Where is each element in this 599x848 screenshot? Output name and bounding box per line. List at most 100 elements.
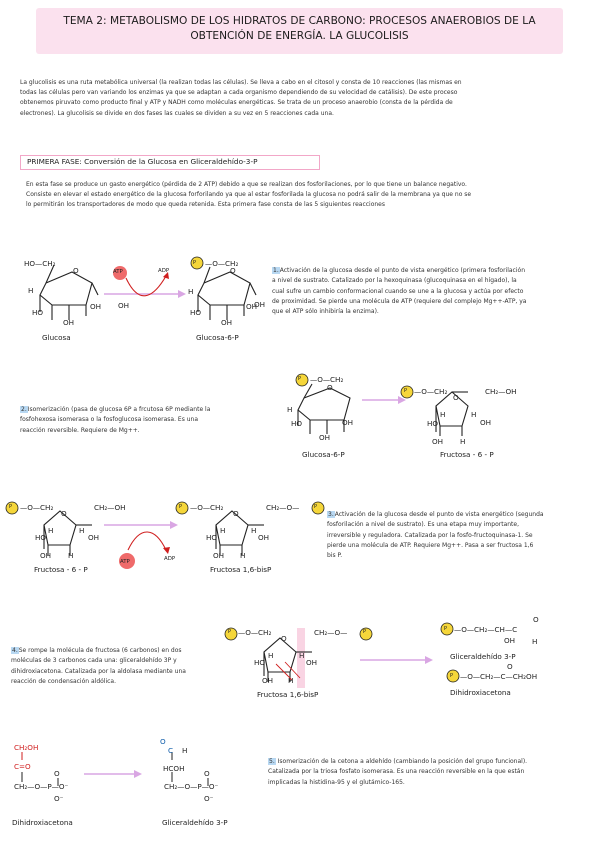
step1-text: 1.Activación de la glucosa desde el punt… <box>272 266 590 317</box>
oh-label: OH <box>254 300 266 309</box>
atp-label-2: ATP <box>120 559 130 565</box>
h-label: H <box>268 651 274 660</box>
choh-label: HCOH <box>163 764 185 773</box>
step1-line: de proximidad. Se pierde una molécula de… <box>272 297 527 305</box>
oh-label: OH <box>319 433 331 442</box>
h-label: H <box>48 526 54 535</box>
step3-line: fosforilación a nivel de sustrato). Es u… <box>327 521 519 529</box>
step2-line: fosfohexosa isomerasa o la fosfoglucosa … <box>20 416 199 424</box>
fructosa-6p-label-b: Fructosa - 6 - P <box>34 565 88 574</box>
page-title: TEMA 2: METABOLISMO DE LOS HIDRATOS DE C… <box>36 8 563 54</box>
step4-line: Se rompe la molécula de fructosa (6 carb… <box>18 647 182 654</box>
glucosa-label: Glucosa <box>42 333 71 342</box>
h-label: H <box>471 410 477 419</box>
h-label: H <box>288 676 294 685</box>
oh-label: OH <box>63 318 75 327</box>
p-label: P <box>363 629 367 635</box>
step1-line: cual sufre un cambio conformacional cuan… <box>272 287 524 295</box>
title-line-2: OBTENCIÓN DE ENERGÍA. LA GLUCOLISIS <box>190 30 409 42</box>
reaction5-diagram <box>21 752 209 786</box>
h-label: H <box>299 651 305 660</box>
glucosa-6p-label-b: Glucosa-6-P <box>302 450 345 459</box>
step3-line: irreversible y reguladora. Catalizada po… <box>327 531 533 539</box>
ho-label: HO <box>190 308 202 317</box>
h-label: H <box>240 551 246 560</box>
atp-bubble-2 <box>119 553 135 569</box>
step1-line: a nivel de sustrato. Catalizado por la h… <box>272 277 517 285</box>
ch2-label: —O—CH₂ <box>205 259 239 268</box>
p-label: P <box>404 388 408 394</box>
step2-line: reacción reversible. Requiere de Mg++. <box>20 426 140 434</box>
phase1-heading: PRIMERA FASE: Conversión de la Glucosa e… <box>20 155 320 170</box>
ch2oh-label: CH₂—OH <box>94 503 126 512</box>
ch2oh-label: CH₂—OH <box>485 387 517 396</box>
adp-label: ADP <box>158 268 170 274</box>
oh-label: OH <box>504 636 516 645</box>
dihidroxiacetona-label-b: Dihidroxiacetona <box>12 818 73 827</box>
step5-line: Catalizada por la triosa fosfato isomera… <box>268 768 525 776</box>
reaction1-diagram <box>39 256 257 320</box>
o-label: O <box>281 634 287 643</box>
oh-label: OH <box>221 318 233 327</box>
glucosa-6p-structure <box>197 266 257 320</box>
fructosa-16bp-structure-b <box>263 637 312 682</box>
o-label: O <box>233 509 239 518</box>
fructosa-16bp-label: Fructosa 1,6-bisP <box>210 565 272 574</box>
p-label: P <box>193 260 197 266</box>
o-label: O <box>204 769 210 778</box>
atp-label: ATP <box>113 269 123 275</box>
o-minus-label: O⁻ <box>204 794 214 803</box>
oh-label: OH <box>342 418 354 427</box>
c-label: C <box>168 746 174 755</box>
o-label: O <box>507 662 513 671</box>
step2-number: 2. <box>20 406 28 413</box>
step5-number: 5. <box>268 758 276 765</box>
title-line-1: TEMA 2: METABOLISMO DE LOS HIDRATOS DE C… <box>63 15 536 27</box>
intro-paragraph: La glucolisis es una ruta metabólica uni… <box>20 78 585 119</box>
ch2oh-label: CH₂OH <box>14 743 39 752</box>
fructosa-6p-structure <box>435 391 469 436</box>
h-label: H <box>532 637 538 646</box>
oh-label: OH <box>118 301 130 310</box>
ch2-label: —O—CH₂ <box>20 503 54 512</box>
o-label: O <box>230 266 236 275</box>
ho-label: HO <box>427 419 439 428</box>
ch2-o-p-o-label: CH₂—O—P—O⁻ <box>14 782 69 791</box>
o-label: O <box>453 393 459 402</box>
reaction3-diagram <box>5 501 325 569</box>
fructosa-6p-label: Fructosa - 6 - P <box>440 450 494 459</box>
atp-curve-2 <box>127 531 167 551</box>
h-label: H <box>460 437 466 446</box>
p-label: P <box>298 376 302 382</box>
o-label: O <box>61 509 67 518</box>
phosphate-circle <box>190 256 204 270</box>
o-label: O <box>327 383 333 392</box>
ho-label: HO <box>32 308 44 317</box>
step2-text: 2.Isomerización (pasa de glucosa 6P a fr… <box>20 405 265 436</box>
glucosa-6p-label: Glucosa-6-P <box>196 333 239 342</box>
oh-label: OH <box>88 533 100 542</box>
fructosa-16bp-structure <box>215 510 264 555</box>
fructosa-6p-structure-b <box>43 510 92 555</box>
step1-line: Activación de la glucosa desde el punto … <box>279 267 525 274</box>
o-minus-label: O⁻ <box>54 794 64 803</box>
step4-number: 4. <box>11 647 19 654</box>
adp-label-2: ADP <box>164 556 176 562</box>
oh-label: OH <box>213 551 225 560</box>
oh-label: OH <box>306 658 318 667</box>
p-label: P <box>450 673 454 679</box>
oh-label: OH <box>432 437 444 446</box>
p-label: P <box>179 504 183 510</box>
oh-label: OH <box>258 533 270 542</box>
o-label: O <box>54 769 60 778</box>
h-label: H <box>440 410 446 419</box>
ch2-o-label: CH₂—O— <box>266 503 300 512</box>
h-label: H <box>182 746 188 755</box>
oh-label: OH <box>40 551 52 560</box>
p-label: P <box>444 626 448 632</box>
phase1-paragraph: En esta fase se produce un gasto energét… <box>26 180 586 211</box>
dhap-chain: —O—CH₂—C—CH₂OH <box>460 672 538 681</box>
dihidroxiacetona-label: Dihidroxiacetona <box>450 688 511 697</box>
step4-line: moléculas de 3 carbonos cada una: glicer… <box>11 657 177 665</box>
step5-line: Isomerización de la cetona a aldehído (c… <box>277 758 528 765</box>
